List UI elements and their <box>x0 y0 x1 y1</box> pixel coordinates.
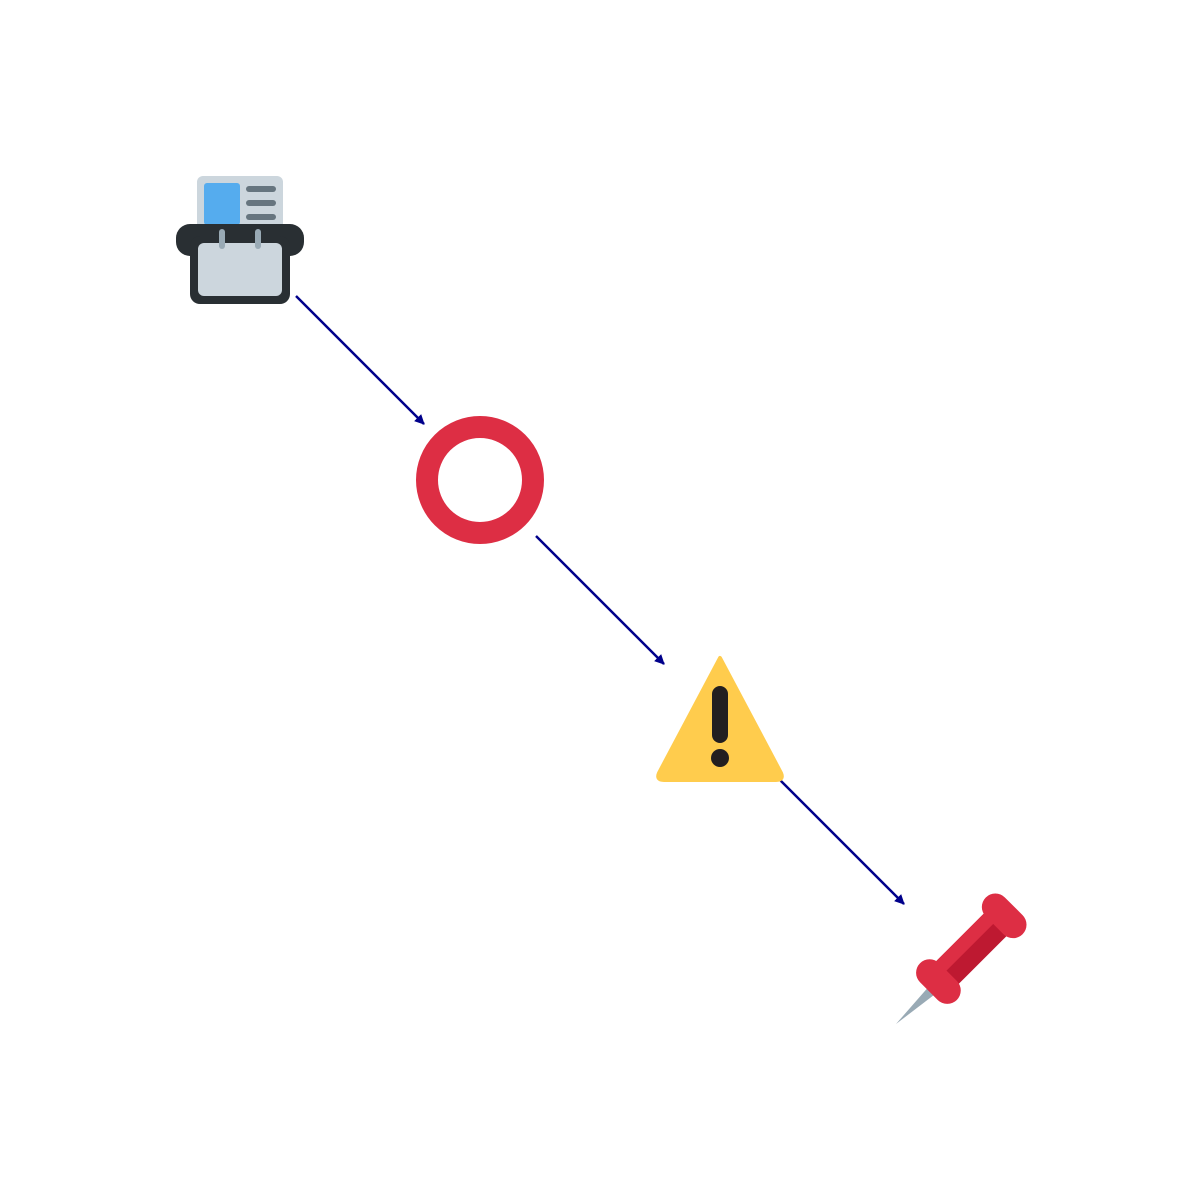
hollow-red-circle-icon <box>416 416 544 544</box>
edge-circle-to-warning <box>535 535 665 665</box>
warning-icon <box>656 656 784 782</box>
pushpin-icon <box>896 893 1027 1024</box>
card-index-icon <box>176 176 304 304</box>
edges <box>295 295 905 905</box>
edge-warning-to-pushpin <box>777 777 905 905</box>
edge-card-index-to-circle <box>295 295 425 425</box>
